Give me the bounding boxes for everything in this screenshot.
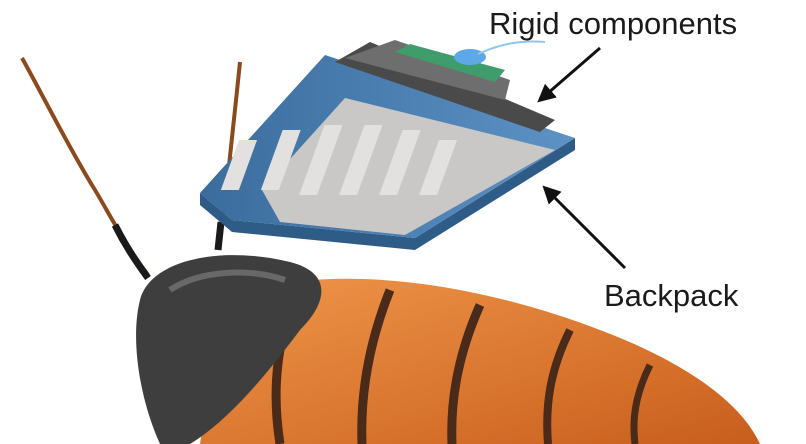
component-top (345, 40, 510, 100)
abdomen (200, 278, 760, 444)
connector (454, 49, 486, 65)
segment-line-4 (543, 328, 574, 444)
left-antenna (20, 57, 150, 277)
backpack-ribs (220, 125, 458, 195)
segment-line-3 (447, 303, 485, 444)
backpack-arrow (542, 185, 627, 270)
right-antenna-base (214, 221, 225, 251)
pcb (395, 44, 505, 82)
wire (477, 40, 546, 55)
head (136, 255, 322, 444)
rigid-components-label: Rigid components (489, 6, 738, 41)
head-highlight (168, 269, 286, 293)
segment-line-2 (357, 288, 395, 444)
segment-line-5 (630, 363, 654, 444)
rigid-components-arrow (537, 46, 601, 103)
backpack-label: Backpack (604, 278, 739, 313)
board-side (200, 138, 575, 250)
left-antenna-base (111, 223, 151, 281)
backpack-assembly (200, 40, 575, 250)
cockroach-body (136, 255, 760, 444)
